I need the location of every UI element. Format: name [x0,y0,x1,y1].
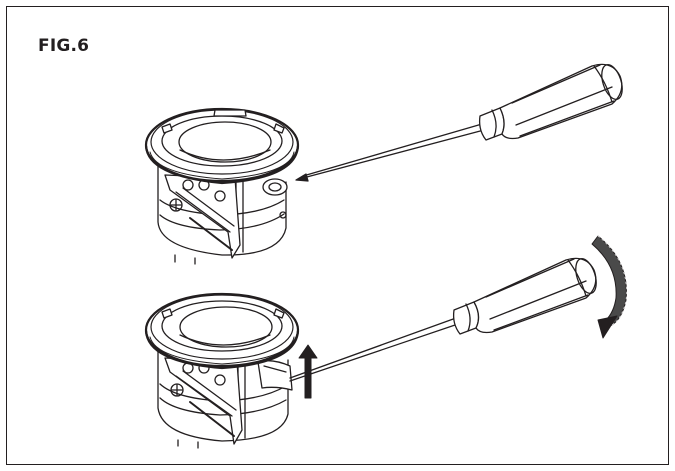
top-screwdriver [295,63,623,182]
mounting-hole [214,374,226,386]
mounting-hole [214,190,226,202]
screw-head [170,383,184,397]
curved-arrow-icon [591,235,627,339]
bottom-screwdriver [289,257,597,382]
top-ring [144,107,300,185]
top-housing [157,157,288,265]
figure-label: FIG.6 [38,36,90,56]
bottom-housing [157,339,293,449]
top-assembly [144,63,623,265]
bottom-ring [144,292,300,370]
mounting-hole [182,179,194,191]
bottom-assembly [144,235,627,449]
screw-head [169,198,183,212]
